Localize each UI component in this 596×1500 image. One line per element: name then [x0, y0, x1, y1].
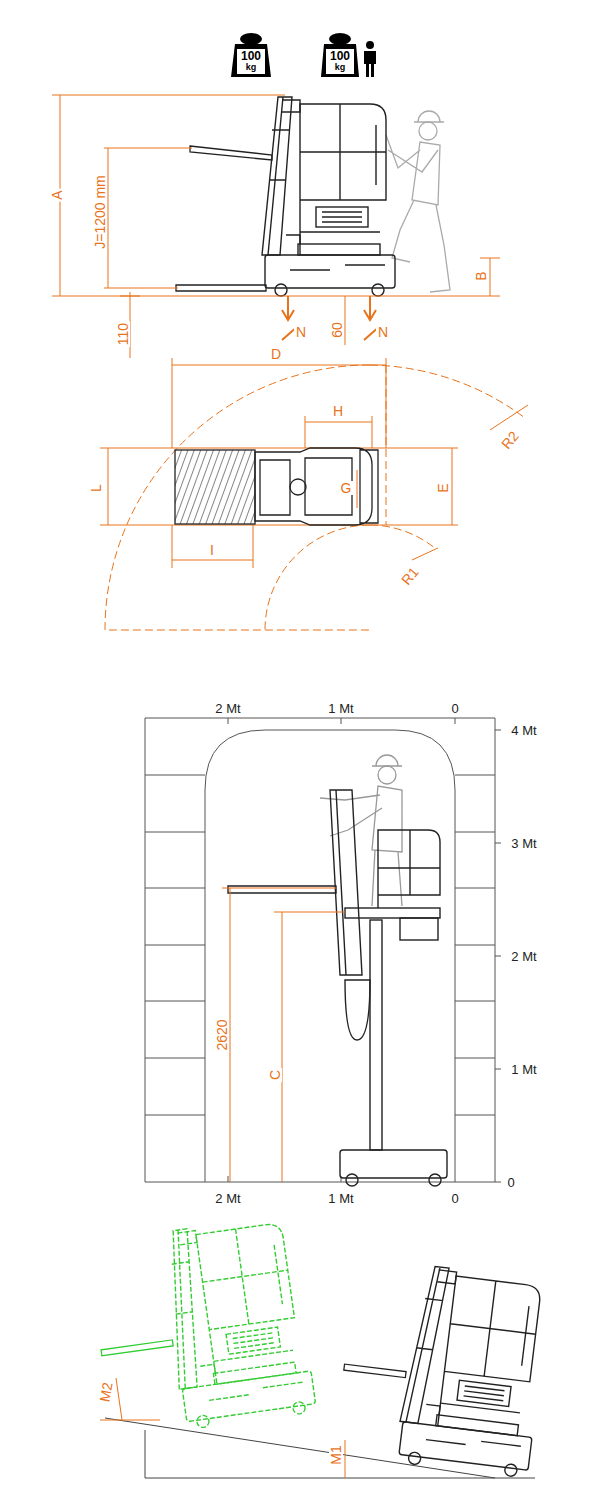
person-icon-body	[364, 51, 376, 77]
axis-label: 0	[505, 1176, 516, 1189]
fork	[228, 886, 336, 893]
mast	[330, 790, 362, 975]
dimension-line	[100, 358, 528, 568]
stability-view	[86, 1214, 551, 1478]
chassis	[340, 1150, 447, 1178]
fork-plate	[175, 450, 255, 524]
person-icon-head	[366, 41, 374, 49]
axis-label: 0	[449, 1192, 460, 1205]
arch-opening	[205, 730, 455, 1182]
tilted-machine-green	[86, 1214, 317, 1440]
radius-label: R2	[498, 427, 523, 453]
lowered-fork	[176, 285, 266, 291]
lift-column	[370, 920, 382, 1150]
height-view	[145, 718, 501, 1186]
weight-label: 100kg	[237, 49, 265, 74]
raised-fork	[190, 146, 272, 160]
dimension-letter: M1	[329, 1443, 343, 1466]
motor	[345, 980, 370, 1040]
axis-label: 2 Mt	[213, 1192, 242, 1205]
axis-label: 0	[449, 702, 460, 715]
dimension-value: 60	[330, 320, 344, 340]
helmet	[414, 111, 444, 122]
top-view	[100, 358, 528, 630]
turning-radius	[105, 365, 525, 630]
axis-label: 2 Mt	[213, 702, 242, 715]
dimension-letter: M2	[97, 1379, 115, 1405]
dimension-value: 2620	[215, 1017, 229, 1052]
order-picker-slope	[395, 1264, 551, 1478]
machine-top	[255, 448, 378, 525]
dimension-line	[100, 1378, 345, 1478]
load-label: N	[294, 325, 308, 339]
helmet	[372, 755, 402, 766]
order-picker-tilted	[157, 1214, 316, 1430]
axis-label: 1 Mt	[326, 702, 355, 715]
ground-slope	[105, 1418, 535, 1478]
weight-icon	[231, 33, 376, 77]
dimension-letter: B	[474, 269, 488, 282]
frame	[145, 718, 495, 1182]
axis-label: 1 Mt	[326, 1192, 355, 1205]
order-picker-side	[262, 97, 395, 296]
dimension-letter: C	[268, 1068, 282, 1082]
steering-unit	[290, 479, 306, 495]
weight-text: 100	[241, 50, 261, 63]
load-arrow	[282, 296, 380, 340]
dimension-value: 110	[116, 321, 130, 347]
weight-body	[231, 44, 271, 77]
weight-text: 100	[330, 50, 350, 63]
weight-label: 100kg	[326, 49, 354, 74]
fork	[344, 1364, 406, 1378]
dimension-letter: E	[436, 481, 450, 494]
axis-label: 1 Mt	[509, 1063, 538, 1076]
weight-text: kg	[335, 63, 346, 72]
dimension-line	[222, 888, 345, 1182]
load-label: N	[376, 325, 390, 339]
radius-label: R1	[398, 563, 423, 589]
side-view	[52, 95, 500, 358]
dimension-value: J=1200 mm	[93, 173, 107, 251]
wall-bricks	[145, 718, 501, 1182]
dimension-letter: D	[269, 347, 283, 361]
dimension-letter: A	[50, 188, 64, 201]
slope-machine-black	[333, 1257, 551, 1478]
guard-rail	[378, 830, 440, 908]
operator-head	[419, 122, 437, 140]
operator-head	[378, 766, 396, 784]
dimension-line	[52, 95, 500, 358]
wheel	[429, 1174, 441, 1186]
fork	[101, 1340, 173, 1356]
dimension-letter: G	[339, 481, 354, 495]
axis-label: 3 Mt	[509, 837, 538, 850]
weight-text: kg	[246, 63, 257, 72]
weight-knob	[240, 33, 262, 45]
axis-label: 4 Mt	[509, 724, 538, 737]
wheel	[346, 1174, 358, 1186]
weight-body	[321, 44, 359, 77]
dimension-letter: H	[331, 404, 345, 418]
dimension-letter: I	[208, 543, 216, 557]
axis-label: 2 Mt	[509, 950, 538, 963]
dimension-letter: L	[89, 482, 103, 494]
weight-knob	[329, 33, 351, 45]
control-box	[400, 918, 438, 940]
